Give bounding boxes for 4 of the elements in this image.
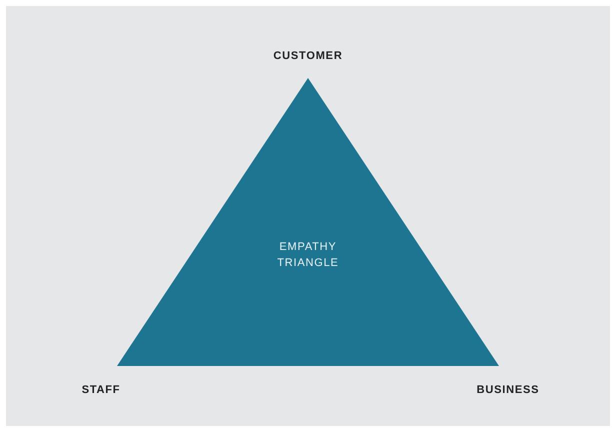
vertex-label: BUSINESS	[476, 384, 540, 396]
vertex-label: CUSTOMER	[273, 50, 343, 62]
vertex-label: STAFF	[82, 384, 120, 396]
triangle-label: EMPATHY TRIANGLE	[276, 240, 340, 271]
